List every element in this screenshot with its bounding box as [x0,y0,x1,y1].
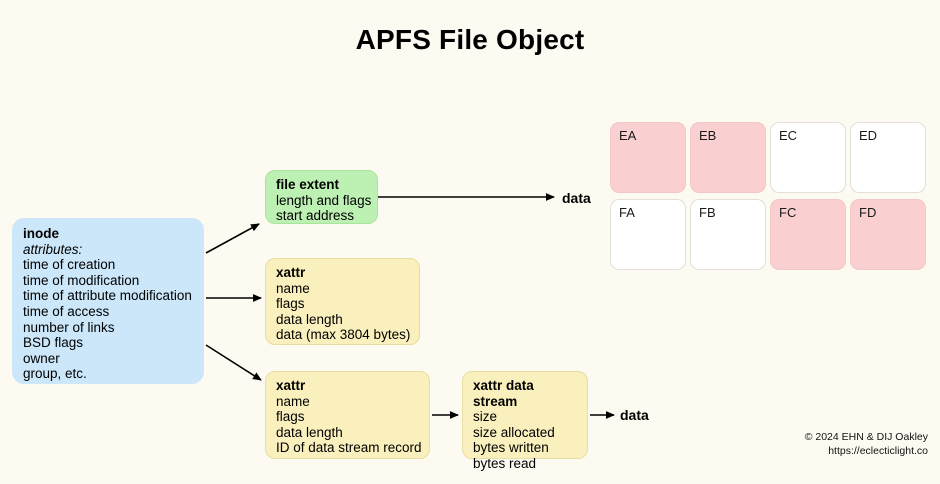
node-inode[interactable]: inode attributes: time of creation time … [12,218,204,384]
node-inode-line: time of access [23,303,110,319]
node-xattr-inline-line: flags [276,296,305,312]
storage-block-eb[interactable]: EB [690,122,766,193]
node-xattr-stream-ref[interactable]: xattr name flags data length ID of data … [265,371,430,459]
page-title: APFS File Object [355,24,585,55]
node-inode-line: group, etc. [23,366,87,382]
node-xattr-inline-line: data length [276,311,343,327]
node-xattr-stream-ref-line: data length [276,424,343,440]
storage-block-label: FA [619,205,635,220]
storage-block-grid: EA EB EC ED FA FB FC FD [610,122,930,270]
node-xattr-stream-ref-line: flags [276,409,305,425]
node-xattr-data-stream-line: size [473,409,498,425]
storage-block-label: EA [619,128,637,143]
storage-block-ea[interactable]: EA [610,122,686,193]
node-xattr-data-stream[interactable]: xattr data stream size size allocated by… [462,371,588,471]
credit-block: © 2024 EHN & DIJ Oakley https://eclectic… [805,430,928,458]
node-file-extent-header: file extent [276,177,340,192]
arrow-inode-to-xattr-stream-ref [205,344,262,381]
node-xattr-inline-line: name [276,280,310,296]
storage-block-ec[interactable]: EC [770,122,846,193]
storage-block-label: FD [859,205,877,220]
label-data-file-extent: data [562,190,591,206]
storage-block-label: FB [699,205,716,220]
storage-block-label: EC [779,128,798,143]
storage-block-ed[interactable]: ED [850,122,926,193]
node-inode-line: time of attribute modification [23,288,192,304]
node-file-extent-line: length and flags [276,192,372,208]
node-inode-line: number of links [23,319,115,335]
node-xattr-data-stream-line: bytes written [473,440,549,456]
node-inode-line: time of modification [23,272,140,288]
storage-block-label: EB [699,128,717,143]
node-xattr-inline-header: xattr [276,265,306,280]
node-inode-line: owner [23,350,60,366]
credit-copyright: © 2024 EHN & DIJ Oakley [804,431,928,443]
node-xattr-data-stream-line: size allocated [473,424,555,440]
arrow-inode-to-file-extent [205,223,260,254]
node-inode-line: time of creation [23,257,116,273]
node-inode-header: inode [23,226,59,241]
node-xattr-inline[interactable]: xattr name flags data length data (max 3… [265,258,420,345]
storage-block-fa[interactable]: FA [610,199,686,270]
node-inode-subheader: attributes: [23,241,83,257]
storage-block-fc[interactable]: FC [770,199,846,270]
node-xattr-data-stream-header: xattr data stream [473,378,534,409]
credit-url: https://eclecticlight.co [828,445,928,457]
storage-block-fd[interactable]: FD [850,199,926,270]
node-xattr-stream-ref-line: ID of data stream record [276,440,422,456]
node-file-extent-line: start address [276,208,355,224]
node-xattr-inline-line: data (max 3804 bytes) [276,327,411,343]
node-inode-line: BSD flags [23,335,84,351]
storage-block-label: ED [859,128,878,143]
storage-block-label: FC [779,205,797,220]
label-data-xattr-stream: data [620,407,649,423]
node-xattr-stream-ref-line: name [276,393,310,409]
node-xattr-stream-ref-header: xattr [276,378,306,393]
node-file-extent[interactable]: file extent length and flags start addre… [265,170,378,224]
node-xattr-data-stream-line: bytes read [473,455,537,471]
storage-block-fb[interactable]: FB [690,199,766,270]
